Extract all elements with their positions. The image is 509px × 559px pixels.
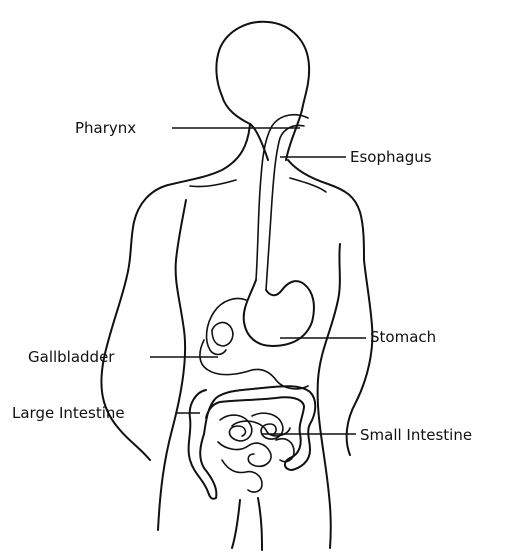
right-waist-outline — [318, 244, 340, 548]
chest-line-right — [290, 178, 326, 192]
right-leg-outline — [258, 498, 262, 550]
label-large-intestine: Large Intestine — [12, 404, 125, 422]
stomach-outline — [244, 280, 314, 346]
esophagus-outer — [256, 115, 308, 280]
liver-outline — [207, 299, 246, 355]
small-intestine-coil-1 — [220, 415, 252, 441]
small-intestine-coil-4 — [276, 439, 294, 462]
small-intestine-coil-3 — [218, 442, 271, 466]
label-esophagus: Esophagus — [350, 148, 432, 166]
label-small-intestine: Small Intestine — [360, 426, 472, 444]
large-intestine-shape — [189, 386, 316, 499]
stomach-shape — [244, 280, 314, 346]
large-intestine-outline — [189, 386, 316, 499]
esophagus-tube — [256, 115, 308, 290]
left-leg-outline — [232, 500, 240, 548]
label-pharynx: Pharynx — [75, 119, 136, 137]
esophagus-inner — [266, 126, 304, 291]
small-intestine-coil-5 — [222, 460, 262, 492]
chest-line-left — [190, 180, 236, 187]
label-gallbladder: Gallbladder — [28, 348, 114, 366]
head-outline — [216, 22, 309, 160]
body-outline — [101, 22, 372, 550]
left-waist-outline — [158, 200, 186, 530]
gallbladder-outline — [212, 323, 233, 346]
small-intestine-shape — [218, 413, 294, 492]
label-stomach: Stomach — [370, 328, 436, 346]
duodenum — [200, 340, 308, 389]
right-torso-outline — [288, 160, 372, 455]
